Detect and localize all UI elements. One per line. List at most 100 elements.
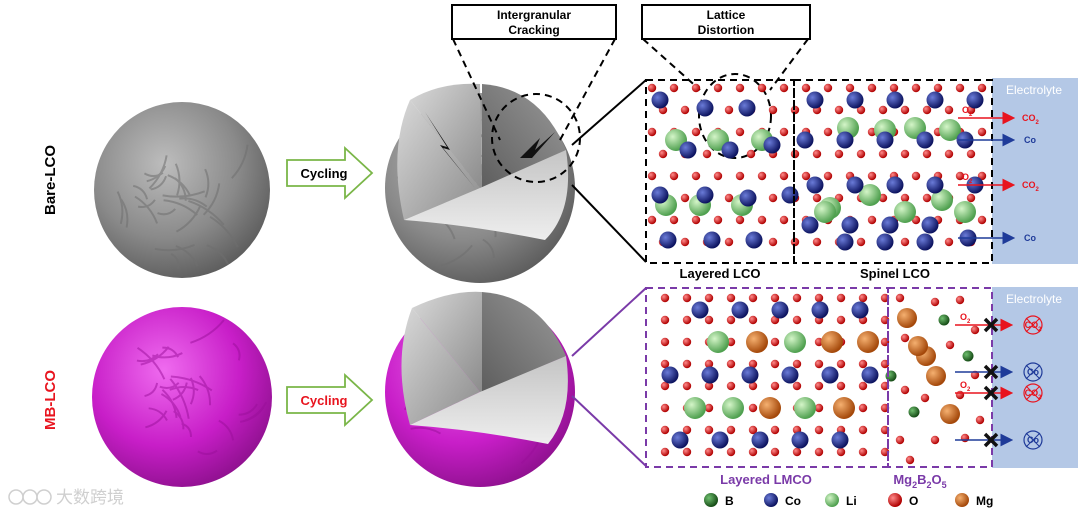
legend-swatch-b [704, 493, 718, 507]
atom-o [736, 128, 744, 136]
atom-o [956, 296, 964, 304]
atom-o [813, 238, 821, 246]
legend-swatch-li [825, 493, 839, 507]
atom-co [887, 177, 904, 194]
atom-b [909, 407, 920, 418]
atom-o [815, 426, 823, 434]
atom-o [780, 172, 788, 180]
mg2b2o5-label: Mg2B2O5 [893, 472, 946, 490]
atom-o [946, 341, 954, 349]
atom-o [749, 316, 757, 324]
atom-mg [759, 397, 781, 419]
atom-co [887, 92, 904, 109]
atom-co [692, 302, 709, 319]
atom-o [901, 194, 909, 202]
watermark: 大数跨境 [9, 488, 124, 508]
atom-o [923, 106, 931, 114]
atom-o [901, 386, 909, 394]
atom-co [927, 177, 944, 194]
atom-o [736, 84, 744, 92]
atom-li [814, 201, 836, 223]
atom-o [771, 426, 779, 434]
legend-swatch-mg [955, 493, 969, 507]
atom-co [792, 432, 809, 449]
legend-swatch-co [764, 493, 778, 507]
atom-o [681, 238, 689, 246]
zoom-line-bottom-lower [572, 396, 646, 466]
atom-co [822, 367, 839, 384]
atom-o [956, 84, 964, 92]
atom-co [842, 217, 859, 234]
atom-o [683, 360, 691, 368]
atom-li [784, 331, 806, 353]
atom-o [859, 448, 867, 456]
atom-mg [908, 336, 928, 356]
legend-label-b: B [725, 494, 734, 508]
legend-item-o: O [888, 493, 918, 508]
atom-o [758, 172, 766, 180]
atom-mg [857, 331, 879, 353]
atom-o [934, 84, 942, 92]
atom-co [837, 132, 854, 149]
atom-co [722, 142, 739, 159]
layered-lmco-label: Layered LMCO [720, 472, 812, 487]
atom-o [661, 404, 669, 412]
atom-co [752, 432, 769, 449]
atom-co [672, 432, 689, 449]
atom-co [652, 92, 669, 109]
bottom-lattice-panel: Electrolyte O2CO2CoO2CO2Co Layered LMCO … [646, 287, 1078, 490]
atom-co [782, 367, 799, 384]
atom-o [824, 84, 832, 92]
atom-o [896, 294, 904, 302]
atom-o [815, 404, 823, 412]
atom-o [692, 172, 700, 180]
atom-o [771, 294, 779, 302]
atom-o [683, 338, 691, 346]
spinel-lco-label: Spinel LCO [860, 266, 930, 281]
atom-o [648, 128, 656, 136]
atom-o [868, 84, 876, 92]
bare-lco-particle [94, 102, 270, 278]
atom-o [837, 382, 845, 390]
atom-o [931, 436, 939, 444]
atom-o [976, 416, 984, 424]
atom-o [692, 128, 700, 136]
atom-o [727, 426, 735, 434]
atom-o [683, 382, 691, 390]
svg-text:O2: O2 [960, 312, 971, 325]
atom-co [832, 432, 849, 449]
atom-o [802, 84, 810, 92]
atom-o [683, 316, 691, 324]
atom-li [794, 397, 816, 419]
atom-o [793, 382, 801, 390]
atom-o [705, 404, 713, 412]
electrolyte-label-bottom: Electrolyte [1006, 292, 1062, 306]
atom-o [659, 150, 667, 158]
atom-o [727, 294, 735, 302]
atom-o [815, 448, 823, 456]
atom-o [923, 194, 931, 202]
callout-cracking-line2: Cracking [508, 23, 559, 37]
atom-o [815, 360, 823, 368]
atom-o [906, 456, 914, 464]
atom-o [670, 216, 678, 224]
atom-legend: BCoLiOMg [704, 493, 993, 508]
atom-o [901, 150, 909, 158]
atom-o [835, 150, 843, 158]
legend-swatch-o [888, 493, 902, 507]
atom-o [824, 128, 832, 136]
mb-lco-cutaway-particle [385, 292, 575, 487]
atom-o [813, 150, 821, 158]
atom-o [931, 298, 939, 306]
atom-o [780, 128, 788, 136]
cycling-label-bottom: Cycling [301, 393, 348, 408]
atom-o [815, 382, 823, 390]
atom-li [954, 201, 976, 223]
atom-o [793, 448, 801, 456]
atom-o [961, 434, 969, 442]
atom-o [921, 394, 929, 402]
row-label-bare-lco: Bare-LCO [42, 145, 59, 215]
atom-co [927, 92, 944, 109]
atom-li [707, 331, 729, 353]
